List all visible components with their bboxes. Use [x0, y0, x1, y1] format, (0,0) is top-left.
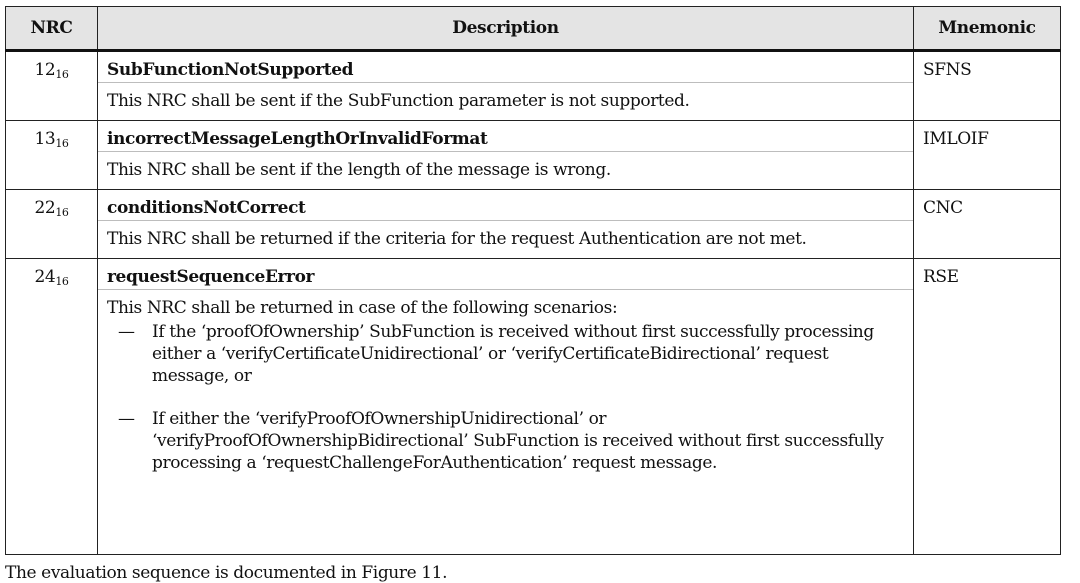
bullet-dash: —: [118, 322, 135, 342]
nrc-cell: 1216: [5, 50, 98, 121]
header-nrc: NRC: [5, 6, 98, 52]
nrc-description: This NRC shall be returned if the criter…: [98, 220, 913, 258]
nrc-base: 16: [55, 206, 69, 219]
description-cell: conditionsNotCorrect This NRC shall be r…: [97, 189, 914, 259]
list-item: — If either the ‘verifyProofOfOwnershipU…: [107, 408, 905, 474]
nrc-name: requestSequenceError: [107, 267, 315, 287]
header-mnemonic: Mnemonic: [913, 6, 1061, 52]
header-description: Description: [97, 6, 914, 52]
mnemonic-cell: IMLOIF: [913, 120, 1061, 190]
description-cell: incorrectMessageLengthOrInvalidFormat Th…: [97, 120, 914, 190]
nrc-description: This NRC shall be sent if the SubFunctio…: [98, 82, 913, 120]
description-cell: requestSequenceError This NRC shall be r…: [97, 258, 914, 555]
table-row: 2416 requestSequenceError This NRC shall…: [5, 258, 1061, 555]
table-row: 1216 SubFunctionNotSupported This NRC sh…: [5, 50, 1061, 121]
nrc-value: 13: [34, 129, 56, 149]
nrc-table-container: NRC Description Mnemonic 1216 SubFunctio…: [5, 6, 1061, 555]
mnemonic-cell: SFNS: [913, 50, 1061, 121]
footer-text: The evaluation sequence is documented in…: [5, 563, 448, 583]
nrc-base: 16: [55, 137, 69, 150]
description-cell: SubFunctionNotSupported This NRC shall b…: [97, 50, 914, 121]
nrc-value: 22: [34, 198, 56, 218]
nrc-description-block: This NRC shall be returned in case of th…: [98, 289, 913, 482]
nrc-name: incorrectMessageLengthOrInvalidFormat: [107, 129, 488, 149]
list-item: — If the ‘proofOfOwnership’ SubFunction …: [107, 321, 905, 387]
bullet-dash: —: [118, 409, 135, 429]
nrc-name: conditionsNotCorrect: [107, 198, 306, 218]
nrc-name: SubFunctionNotSupported: [107, 60, 354, 80]
nrc-table: NRC Description Mnemonic 1216 SubFunctio…: [5, 6, 1061, 555]
nrc-description: This NRC shall be sent if the length of …: [98, 151, 913, 189]
mnemonic-cell: RSE: [913, 258, 1061, 555]
table-header-row: NRC Description Mnemonic: [5, 6, 1061, 52]
bullet-text: If either the ‘verifyProofOfOwnershipUni…: [152, 409, 884, 473]
nrc-base: 16: [55, 275, 69, 288]
nrc-value: 12: [34, 60, 56, 80]
bullet-text: If the ‘proofOfOwnership’ SubFunction is…: [152, 322, 874, 386]
nrc-value: 24: [34, 267, 56, 287]
nrc-cell: 2416: [5, 258, 98, 555]
nrc-base: 16: [55, 68, 69, 81]
table-row: 2216 conditionsNotCorrect This NRC shall…: [5, 189, 1061, 259]
nrc-cell: 2216: [5, 189, 98, 259]
nrc-description: This NRC shall be returned in case of th…: [107, 298, 618, 318]
table-row: 1316 incorrectMessageLengthOrInvalidForm…: [5, 120, 1061, 190]
nrc-cell: 1316: [5, 120, 98, 190]
mnemonic-cell: CNC: [913, 189, 1061, 259]
